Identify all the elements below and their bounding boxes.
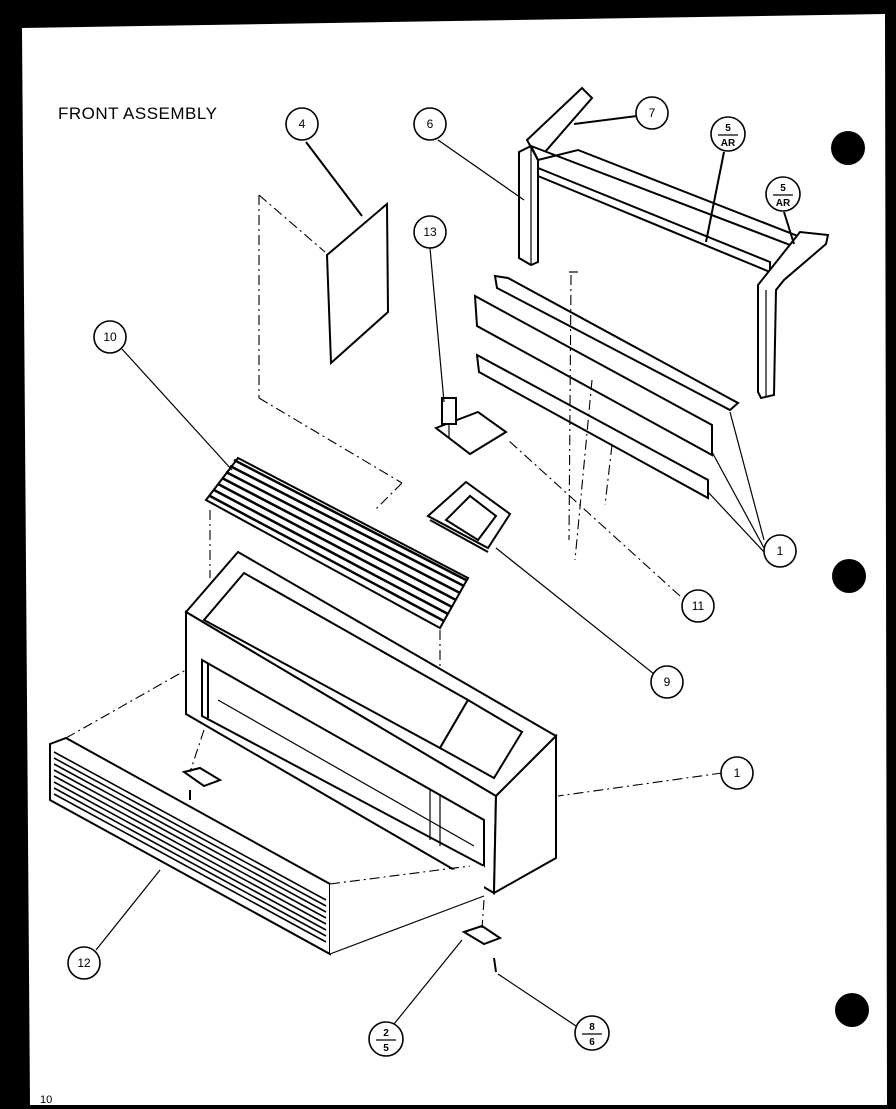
svg-text:13: 13	[423, 225, 437, 239]
page-number: 10	[40, 1094, 52, 1106]
svg-text:11: 11	[692, 599, 705, 613]
callout-11: 11	[681, 589, 715, 623]
binder-hole-top	[831, 131, 865, 165]
callout-6: 6	[413, 107, 447, 141]
callout-1: 1	[720, 756, 754, 790]
part-front-grille	[49, 669, 485, 956]
callout-5-ar-top: 5 AR	[710, 116, 746, 152]
svg-text:10: 10	[103, 330, 117, 344]
callout-7: 7	[635, 96, 669, 130]
callout-13: 13	[413, 215, 447, 249]
svg-text:1: 1	[777, 544, 784, 558]
callout-8-6: 8 6	[574, 1015, 610, 1051]
part-tray-9	[426, 480, 512, 553]
part-top-frame	[518, 86, 830, 400]
svg-text:6: 6	[589, 1037, 595, 1048]
callout-10: 10	[93, 320, 127, 354]
svg-text:5: 5	[725, 123, 731, 134]
svg-text:AR: AR	[776, 198, 791, 209]
svg-text:1: 1	[734, 766, 741, 780]
callout-12: 12	[67, 946, 101, 980]
svg-text:5: 5	[383, 1043, 389, 1054]
svg-text:9: 9	[664, 675, 671, 689]
svg-text:12: 12	[77, 956, 91, 970]
binder-hole-middle	[832, 559, 866, 593]
binder-hole-bottom	[835, 993, 869, 1027]
part-cabinet	[184, 550, 558, 895]
part-top-grille	[204, 456, 470, 700]
svg-text:8: 8	[589, 1022, 595, 1033]
paper-sheet	[22, 14, 887, 1105]
callout-2-5: 2 5	[368, 1021, 404, 1057]
leader-lines	[95, 115, 795, 1027]
diagram-title: FRONT ASSEMBLY	[58, 104, 217, 123]
callout-5-ar-right: 5 AR	[765, 176, 801, 212]
svg-text:7: 7	[649, 106, 656, 120]
svg-text:AR: AR	[721, 138, 736, 149]
callout-8: 1	[763, 534, 797, 568]
part-bracket-13	[433, 397, 508, 456]
part-side-panel	[258, 194, 403, 511]
svg-text:5: 5	[780, 183, 786, 194]
svg-text:2: 2	[383, 1028, 389, 1039]
callout-4: 4	[285, 107, 319, 141]
svg-text:4: 4	[299, 117, 306, 131]
svg-text:6: 6	[427, 117, 434, 131]
part-clips	[181, 729, 503, 973]
callout-9: 9	[650, 665, 684, 699]
